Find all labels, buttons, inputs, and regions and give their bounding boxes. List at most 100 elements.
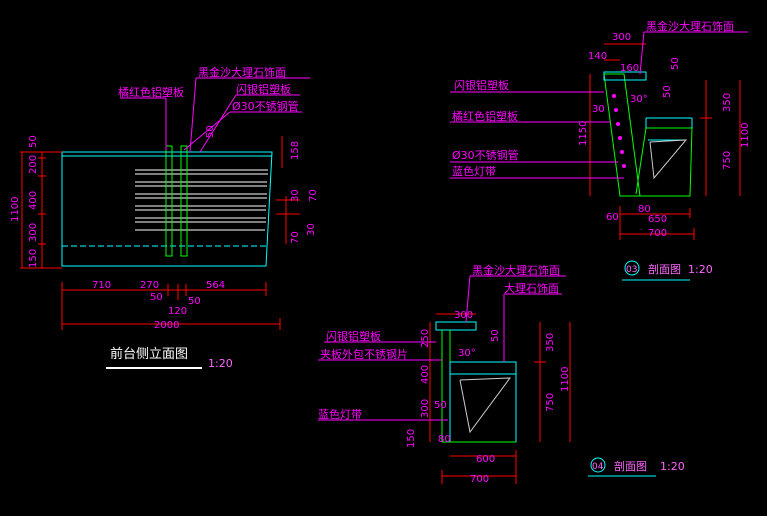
s04-label-black-marble: 黑金沙大理石饰面 [472, 263, 560, 277]
front-dim-bottom-710: 710 [92, 280, 111, 291]
front-dim-left-400: 400 [28, 191, 39, 210]
s04-dim-250: 250 [420, 329, 431, 348]
section-04-green-outline [441, 330, 516, 443]
s04-dim-150: 150 [406, 429, 417, 448]
s03-label-blue-light: 蓝色灯带 [452, 164, 496, 178]
s03-number: 03 [626, 265, 637, 275]
s03-label-steel-pipe: Ø30不锈钢管 [452, 148, 519, 162]
front-dim-right-50: 50 [205, 125, 216, 138]
s03-dim-30: 30 [592, 104, 605, 115]
s04-dim-700: 700 [470, 474, 489, 485]
section-03-labels: 黑金沙大理石饰面 闪银铝塑板 橘红色铝塑板 Ø30不锈钢管 蓝色灯带 [452, 19, 734, 178]
s03-scale: 1:20 [688, 263, 713, 276]
front-title: 前台侧立面图 [110, 346, 188, 362]
section-03-holes [612, 94, 626, 168]
front-dim-bottom-120: 120 [168, 306, 187, 317]
front-left-dimension-lines [20, 151, 62, 269]
s04-label-blue-light: 蓝色灯带 [318, 407, 362, 421]
front-labels: 橘红色铝塑板 黑金沙大理石饰面 闪银铝塑板 Ø30不锈钢管 [118, 65, 299, 113]
s04-dim-angle: 30° [458, 348, 476, 359]
s03-dim-50-top: 50 [670, 57, 681, 70]
s03-label-black-marble: 黑金沙大理石饰面 [646, 19, 734, 33]
s04-dim-50-mid: 50 [434, 400, 447, 411]
s03-dim-1150: 1150 [578, 121, 589, 146]
section-04-leader-lines [318, 275, 566, 421]
front-label-steel-pipe: Ø30不锈钢管 [232, 99, 299, 113]
s03-dim-1100: 1100 [740, 123, 751, 148]
s03-dim-angle: 30° [630, 94, 648, 105]
front-counter-outline [61, 151, 273, 267]
s04-number-circle [590, 457, 606, 473]
front-label-orange-panel: 橘红色铝塑板 [118, 85, 184, 99]
section-03-bracket [649, 139, 688, 180]
front-right-dimension-lines [276, 136, 300, 244]
s04-label-marble: 大理石饰面 [504, 281, 559, 295]
s04-dim-600: 600 [476, 454, 495, 465]
front-dim-left-150: 150 [28, 249, 39, 268]
front-slats [135, 169, 268, 231]
front-dim-right-70b: 70 [290, 231, 301, 244]
front-elevation-drawing: 50 200 400 300 150 1100 50 158 30 70 70 … [10, 65, 319, 370]
s04-dim-300: 300 [454, 310, 473, 321]
s03-dim-650: 650 [648, 214, 667, 225]
s04-dim-80: 80 [438, 434, 451, 445]
front-dim-right-30a: 30 [290, 189, 301, 202]
front-outline [61, 151, 273, 267]
front-dim-bottom-total: 2000 [154, 320, 179, 331]
section-04-bracket [459, 377, 512, 434]
s03-number-circle [624, 260, 640, 276]
s03-dim-80: 80 [638, 204, 651, 215]
section-03-drawing: 300 140 160 50 30 30° 50 80 60 1150 350 … [450, 19, 751, 281]
section-04-dimension-lines [429, 313, 571, 484]
front-bottom-dimension-lines [61, 282, 281, 330]
front-label-black-marble: 黑金沙大理石饰面 [198, 65, 286, 79]
s04-label-steel-clad: 夹板外包不锈钢片 [320, 347, 408, 361]
s03-label-silver-panel: 闪银铝塑板 [454, 78, 509, 92]
front-right-dims-text: 50 158 30 70 70 30 [205, 125, 319, 244]
front-dim-right-70a: 70 [308, 189, 319, 202]
s03-label-orange-panel: 橘红色铝塑板 [452, 109, 518, 123]
s03-dim-160: 160 [620, 63, 639, 74]
s03-dim-300: 300 [612, 32, 631, 43]
front-dim-bottom-270: 270 [140, 280, 159, 291]
front-bottom-dims-text: 710 270 564 50 50 120 2000 [92, 280, 225, 331]
s03-dim-140: 140 [588, 51, 607, 62]
section-03-dims-text: 300 140 160 50 30 30° 50 80 60 1150 350 … [578, 32, 751, 239]
s04-scale: 1:20 [660, 460, 685, 473]
s04-dim-750: 750 [545, 393, 556, 412]
front-dim-right-158: 158 [290, 141, 301, 160]
front-dim-left-total: 1100 [10, 197, 21, 222]
s03-dim-750: 750 [722, 151, 733, 170]
front-dim-bottom-50b: 50 [188, 296, 201, 307]
section-03-leader-lines [450, 31, 748, 179]
s04-title: 剖面图 [614, 459, 647, 473]
front-dim-left-50: 50 [28, 135, 39, 148]
section-04-labels: 黑金沙大理石饰面 大理石饰面 闪银铝塑板 夹板外包不锈钢片 蓝色灯带 [318, 263, 560, 421]
s04-dim-350: 350 [545, 333, 556, 352]
front-title-scale: 1:20 [208, 357, 233, 370]
s03-title: 剖面图 [648, 262, 681, 276]
section-04-dims-text: 300 50 250 400 300 150 30° 50 80 350 750… [406, 310, 571, 485]
s03-dim-60: 60 [606, 212, 619, 223]
s03-dim-50-mid: 50 [662, 85, 673, 98]
section-04-drawing: 300 50 250 400 300 150 30° 50 80 350 750… [318, 263, 685, 485]
front-dim-bottom-564: 564 [206, 280, 225, 291]
s04-dim-300-left: 300 [420, 399, 431, 418]
front-dim-left-200: 200 [28, 155, 39, 174]
s04-label-silver-panel: 闪银铝塑板 [326, 329, 381, 343]
front-left-dims-text: 50 200 400 300 150 1100 [10, 135, 39, 268]
front-dim-bottom-50a: 50 [150, 292, 163, 303]
front-leader-lines [120, 77, 310, 153]
s04-dim-400: 400 [420, 365, 431, 384]
front-dim-left-300: 300 [28, 223, 39, 242]
front-vertical-pipes [165, 145, 188, 257]
s04-dim-1100: 1100 [560, 367, 571, 392]
front-label-silver-panel: 闪银铝塑板 [236, 82, 291, 96]
section-03-dimension-lines [589, 43, 741, 240]
s04-number: 04 [592, 462, 604, 472]
front-dim-right-30b: 30 [306, 223, 317, 236]
s03-dim-350: 350 [722, 93, 733, 112]
s04-dim-50-top: 50 [490, 329, 501, 342]
